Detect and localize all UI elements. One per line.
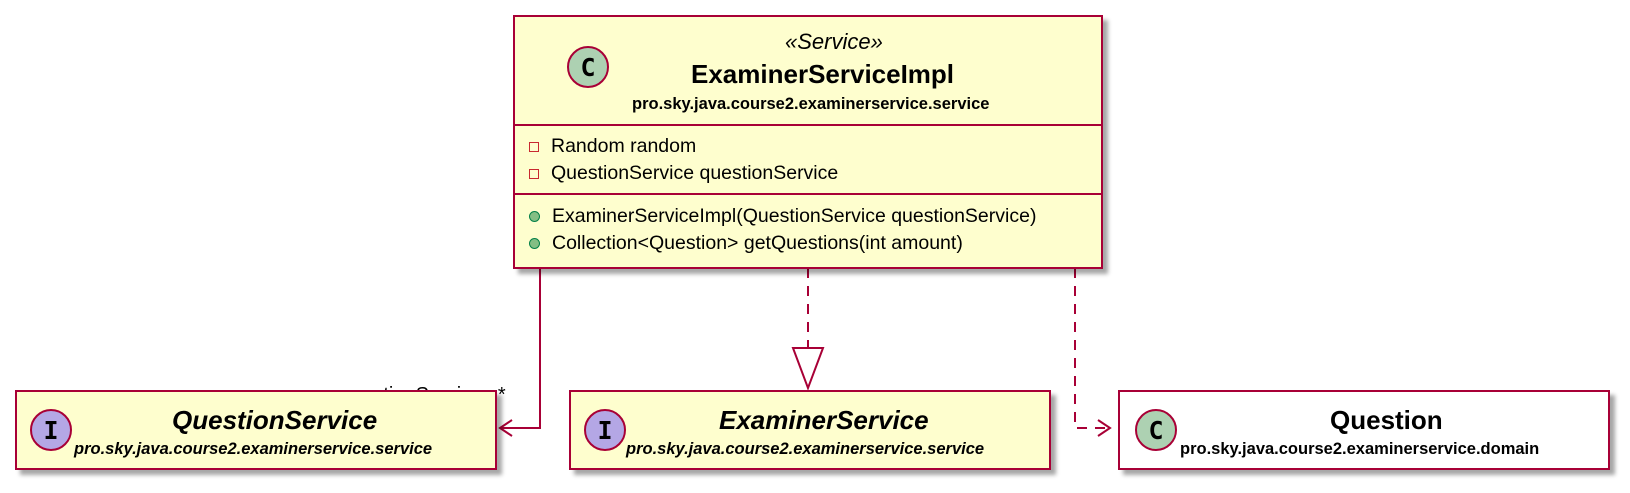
association-arrowhead — [498, 419, 513, 437]
interface-name: ExaminerService — [719, 405, 929, 435]
interface-badge-icon: I — [30, 409, 72, 451]
package-name: pro.sky.java.course2.examinerservice.ser… — [626, 440, 985, 458]
public-visibility-icon — [529, 238, 540, 249]
realization-arrowhead — [791, 347, 825, 391]
association-multiplicity: * — [497, 384, 506, 406]
field-question-service: QuestionService questionService — [529, 162, 838, 185]
class-badge-icon: C — [567, 46, 609, 88]
interface-question-service[interactable]: I QuestionService pro.sky.java.course2.e… — [15, 390, 497, 470]
package-name: pro.sky.java.course2.examinerservice.ser… — [632, 95, 990, 113]
fields-separator — [515, 124, 1101, 126]
public-visibility-icon — [529, 211, 540, 222]
package-name: pro.sky.java.course2.examinerservice.ser… — [74, 440, 433, 458]
class-examiner-service-impl[interactable]: C «Service» ExaminerServiceImpl pro.sky.… — [513, 15, 1103, 269]
stereotype-label: «Service» — [785, 29, 883, 54]
method-get-questions: Collection<Question> getQuestions(int am… — [529, 232, 963, 255]
interface-examiner-service[interactable]: I ExaminerService pro.sky.java.course2.e… — [569, 390, 1051, 470]
association-edge — [500, 268, 541, 429]
interface-badge-icon: I — [584, 409, 626, 451]
dependency-arrowhead — [1097, 419, 1112, 437]
interface-name: QuestionService — [172, 405, 378, 435]
class-badge-icon: C — [1135, 409, 1177, 451]
package-name: pro.sky.java.course2.examinerservice.dom… — [1180, 440, 1540, 458]
private-visibility-icon — [529, 168, 539, 179]
field-random: Random random — [529, 135, 696, 158]
class-name: Question — [1330, 405, 1443, 435]
class-question[interactable]: C Question pro.sky.java.course2.examiner… — [1118, 390, 1610, 470]
private-visibility-icon — [529, 141, 539, 152]
class-name: ExaminerServiceImpl — [691, 59, 955, 89]
dependency-edge — [1074, 268, 1110, 429]
methods-separator — [515, 193, 1101, 195]
method-constructor: ExaminerServiceImpl(QuestionService ques… — [529, 205, 1036, 228]
